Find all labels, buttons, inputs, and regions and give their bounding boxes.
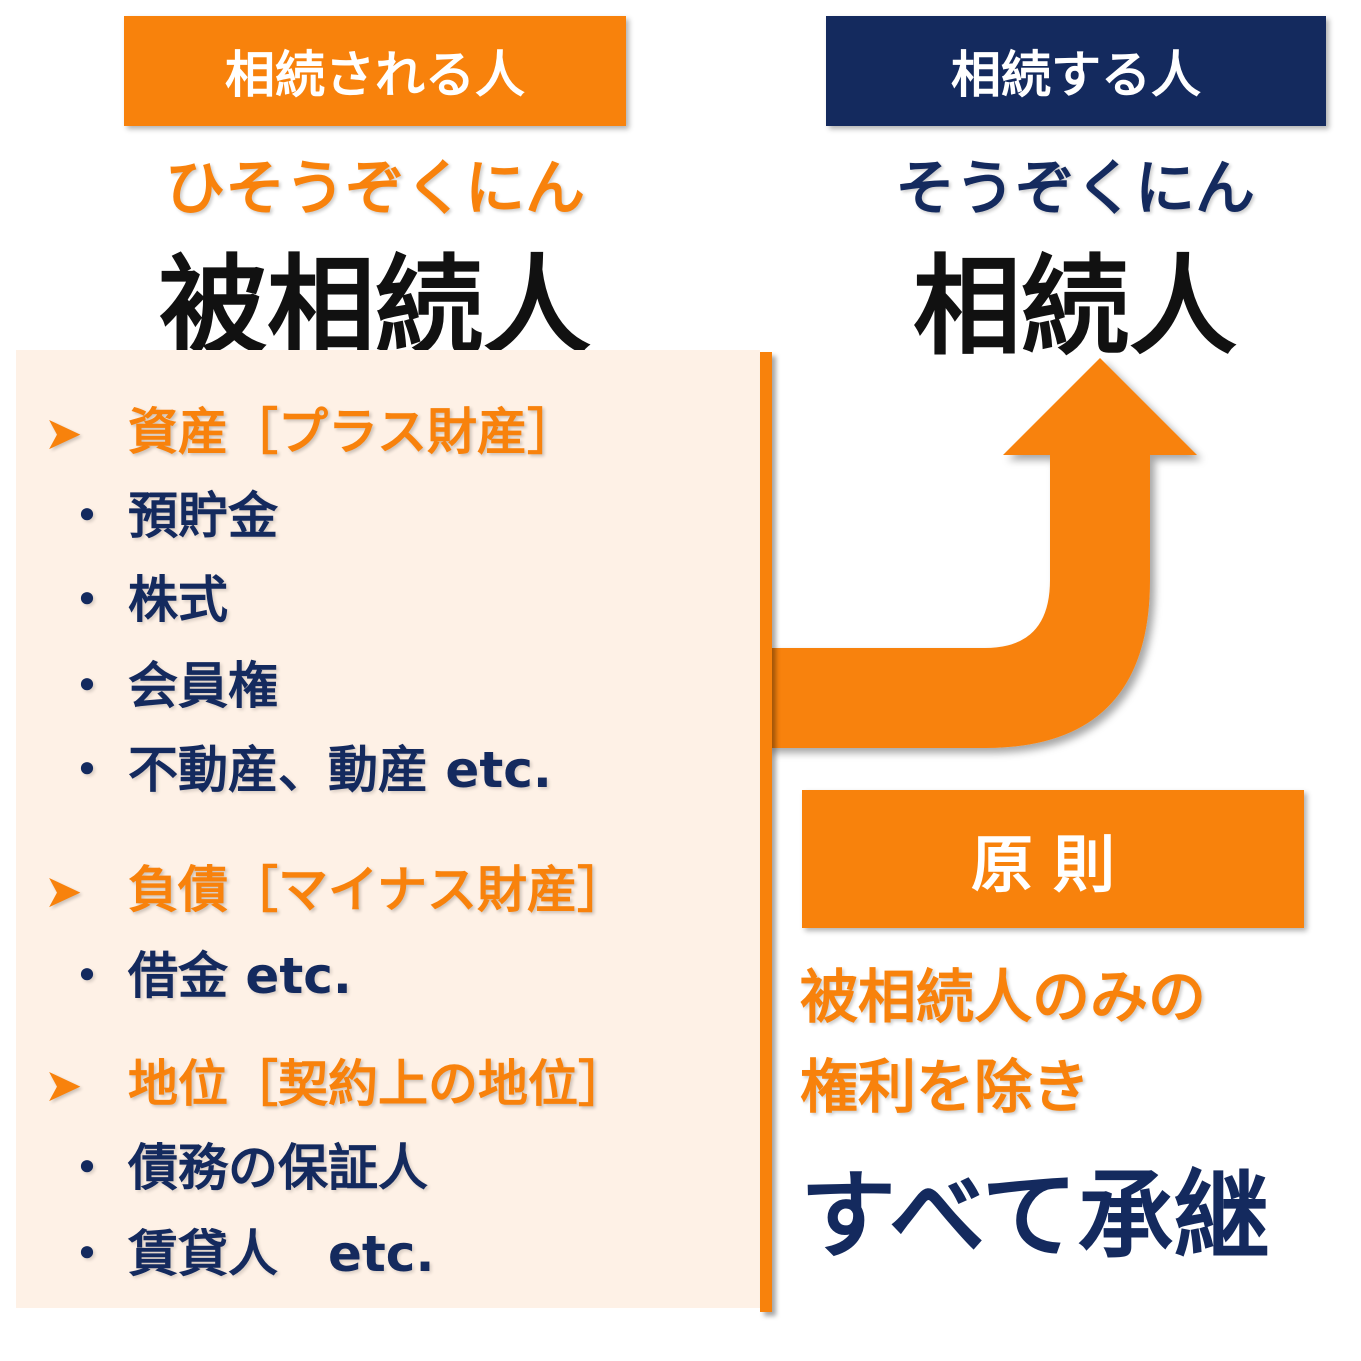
principle-label: 原則	[970, 828, 1135, 901]
principle-conclusion: すべて承継	[800, 1160, 1270, 1272]
category-title: 負債［マイナス財産］	[128, 861, 627, 919]
heir-header-label: 相続する人	[951, 46, 1201, 104]
decedent-header: 相続される人	[124, 16, 626, 126]
category-title: 地位［契約上の地位］	[128, 1055, 628, 1113]
arrow-marker-icon: ➤	[44, 864, 83, 918]
list-item-label: 借金 etc.	[128, 947, 352, 1005]
panel-divider-line	[760, 352, 772, 1312]
category-assets: ➤ 資産［プラス財産］	[44, 392, 577, 464]
estate-panel	[16, 350, 760, 1308]
list-item-label: 不動産、動産 etc.	[128, 741, 552, 799]
list-item: ・不動産、動産 etc.	[62, 730, 552, 802]
list-item-label: 預貯金	[128, 487, 278, 545]
principle-note-line1: 被相続人のみの	[800, 963, 1207, 1031]
list-item: ・債務の保証人	[62, 1128, 428, 1200]
category-title: 資産［プラス財産］	[128, 403, 577, 461]
bullet-icon: ・	[62, 1139, 112, 1197]
decedent-reading: ひそうぞくにん	[165, 154, 585, 224]
bullet-icon: ・	[62, 571, 112, 629]
list-item-label: 債務の保証人	[128, 1139, 428, 1197]
list-item-label: 株式	[128, 571, 228, 629]
list-item: ・賃貸人 etc.	[62, 1214, 434, 1286]
arrow-shape	[766, 358, 1197, 748]
heir-reading: そうぞくにん	[895, 154, 1255, 224]
category-liabilities: ➤ 負債［マイナス財産］	[44, 850, 627, 922]
list-item-label: 賃貸人 etc.	[128, 1225, 435, 1283]
list-item: ・預貯金	[62, 476, 278, 548]
principle-label-box: 原則	[802, 790, 1304, 928]
bullet-icon: ・	[62, 487, 112, 545]
decedent-header-label: 相続される人	[225, 46, 525, 104]
list-item-label: 会員権	[128, 657, 278, 715]
arrow-marker-icon: ➤	[44, 406, 83, 460]
arrow-marker-icon: ➤	[44, 1058, 83, 1112]
bullet-icon: ・	[62, 657, 112, 715]
list-item: ・会員権	[62, 646, 278, 718]
heir-term: 相続人	[912, 245, 1237, 370]
bullet-icon: ・	[62, 1225, 112, 1283]
decedent-term: 被相続人	[158, 245, 591, 370]
heir-header: 相続する人	[826, 16, 1326, 126]
category-status: ➤ 地位［契約上の地位］	[44, 1044, 628, 1116]
bullet-icon: ・	[62, 741, 112, 799]
bullet-icon: ・	[62, 947, 112, 1005]
list-item: ・株式	[62, 560, 228, 632]
principle-note-line2: 権利を除き	[800, 1053, 1091, 1121]
list-item: ・借金 etc.	[62, 936, 352, 1008]
